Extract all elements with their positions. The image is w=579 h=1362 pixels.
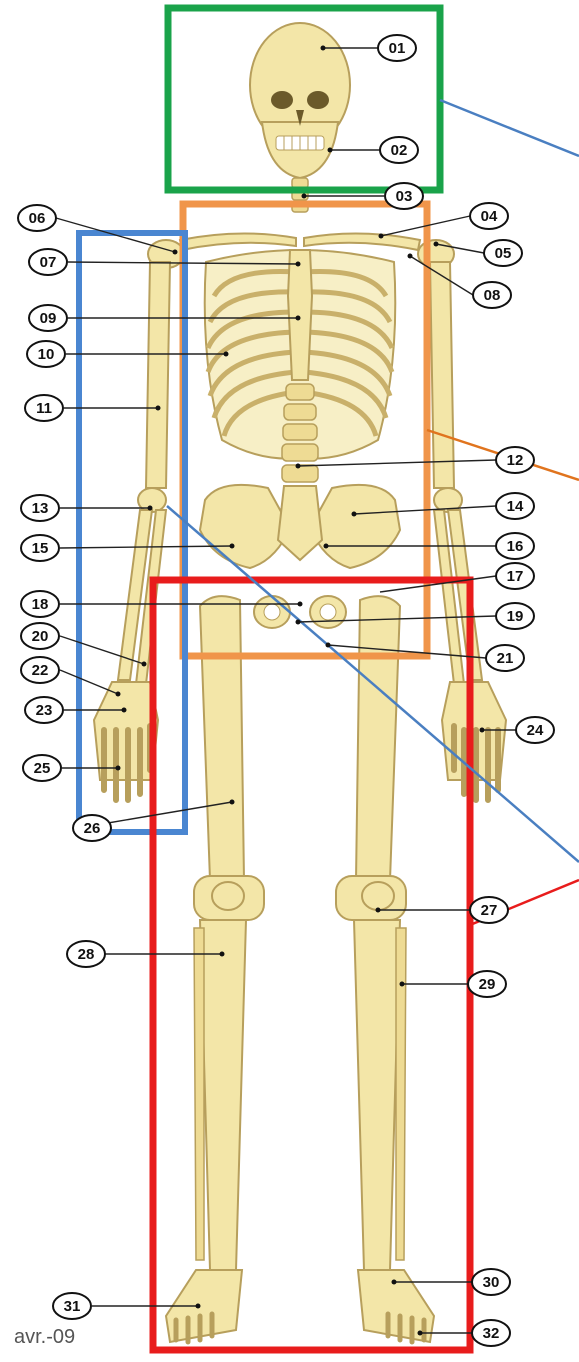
svg-text:29: 29 xyxy=(479,976,496,993)
label-08: 08 xyxy=(473,282,511,308)
svg-text:14: 14 xyxy=(507,498,524,515)
svg-text:01: 01 xyxy=(389,40,406,57)
svg-text:20: 20 xyxy=(32,628,49,645)
svg-text:31: 31 xyxy=(64,1298,81,1315)
label-16: 16 xyxy=(496,533,534,559)
label-09: 09 xyxy=(29,305,67,331)
label-17: 17 xyxy=(496,563,534,589)
label-03: 03 xyxy=(385,183,423,209)
label-22: 22 xyxy=(21,657,59,683)
svg-text:17: 17 xyxy=(507,568,524,585)
label-14: 14 xyxy=(496,493,534,519)
head-connector-line xyxy=(440,100,579,156)
svg-text:15: 15 xyxy=(32,540,49,557)
svg-text:28: 28 xyxy=(78,946,95,963)
svg-text:16: 16 xyxy=(507,538,524,555)
svg-text:23: 23 xyxy=(36,702,53,719)
svg-text:21: 21 xyxy=(497,650,514,667)
label-32: 32 xyxy=(472,1320,510,1346)
label-18: 18 xyxy=(21,591,59,617)
svg-text:22: 22 xyxy=(32,662,49,679)
label-19: 19 xyxy=(496,603,534,629)
svg-text:05: 05 xyxy=(495,245,512,262)
label-26: 26 xyxy=(73,815,111,841)
svg-text:30: 30 xyxy=(483,1274,500,1291)
label-07: 07 xyxy=(29,249,67,275)
svg-text:10: 10 xyxy=(38,346,55,363)
svg-text:08: 08 xyxy=(484,287,501,304)
label-04: 04 xyxy=(470,203,508,229)
svg-text:07: 07 xyxy=(40,254,57,271)
svg-text:18: 18 xyxy=(32,596,49,613)
svg-text:25: 25 xyxy=(34,760,51,777)
label-05: 05 xyxy=(484,240,522,266)
label-21: 21 xyxy=(486,645,524,671)
label-27: 27 xyxy=(470,897,508,923)
label-01: 01 xyxy=(378,35,416,61)
label-23: 23 xyxy=(25,697,63,723)
label-13: 13 xyxy=(21,495,59,521)
label-15: 15 xyxy=(21,535,59,561)
label-29: 29 xyxy=(468,971,506,997)
label-11: 11 xyxy=(25,395,63,421)
svg-text:06: 06 xyxy=(29,210,46,227)
label-30: 30 xyxy=(472,1269,510,1295)
left-arm xyxy=(94,262,170,800)
svg-text:02: 02 xyxy=(391,142,408,159)
date-footer: avr.-09 xyxy=(14,1326,75,1349)
label-06: 06 xyxy=(18,205,56,231)
svg-text:13: 13 xyxy=(32,500,49,517)
skull xyxy=(250,23,350,178)
svg-text:32: 32 xyxy=(483,1325,500,1342)
svg-text:24: 24 xyxy=(527,722,544,739)
label-24: 24 xyxy=(516,717,554,743)
label-25: 25 xyxy=(23,755,61,781)
svg-text:11: 11 xyxy=(36,400,52,417)
label-10: 10 xyxy=(27,341,65,367)
svg-text:19: 19 xyxy=(507,608,524,625)
label-31: 31 xyxy=(53,1293,91,1319)
svg-text:03: 03 xyxy=(396,188,413,205)
right-leg xyxy=(336,596,434,1342)
svg-text:09: 09 xyxy=(40,310,57,327)
label-02: 02 xyxy=(380,137,418,163)
label-20: 20 xyxy=(21,623,59,649)
label-12: 12 xyxy=(496,447,534,473)
svg-text:27: 27 xyxy=(481,902,498,919)
left-leg xyxy=(166,596,264,1342)
svg-text:04: 04 xyxy=(481,208,498,225)
label-28: 28 xyxy=(67,941,105,967)
svg-text:12: 12 xyxy=(507,452,524,469)
svg-text:26: 26 xyxy=(84,820,101,837)
